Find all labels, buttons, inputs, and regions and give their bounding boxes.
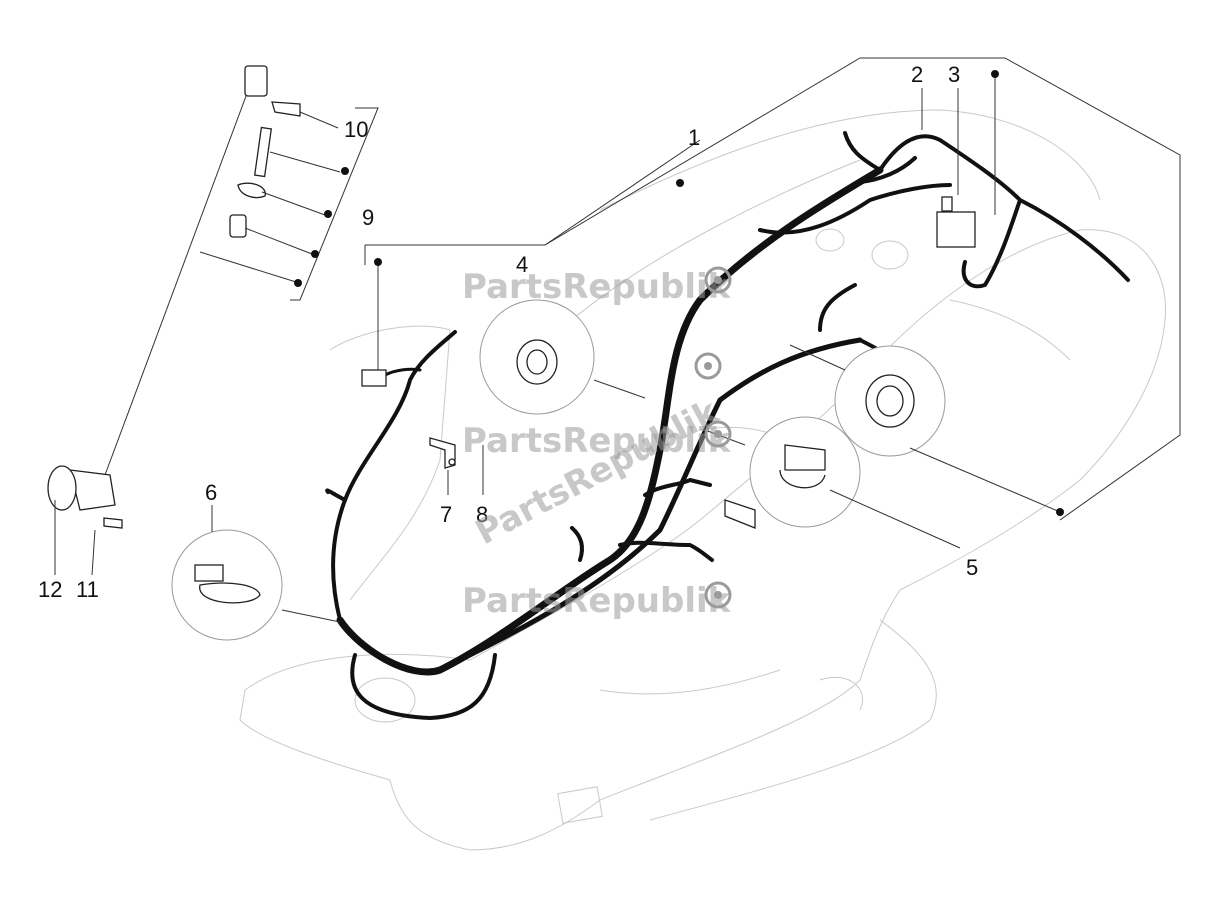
callout-5: 5 (966, 555, 978, 580)
watermark-2: PartsRepublik (462, 420, 732, 461)
cable-tie-10 (271, 101, 301, 117)
connector-plug (244, 65, 268, 97)
zoom-detail-5 (704, 416, 961, 549)
watermark-text: PartsRepublik (462, 421, 732, 461)
sleeve-part (253, 126, 273, 178)
watermark-3: PartsRepublik (462, 581, 732, 621)
sensor-body (69, 469, 116, 511)
watermark-small-1 (694, 352, 722, 380)
rubber-boot (724, 499, 756, 529)
reference-dots (294, 70, 1064, 516)
zoom-detail-4 (479, 299, 646, 415)
callout-9: 9 (362, 205, 374, 230)
main-wiring-harness (325, 131, 1130, 720)
callout-1: 1 (688, 125, 700, 150)
gear-icon (704, 581, 732, 609)
callout-2: 2 (911, 62, 923, 87)
fuse-box-3 (921, 78, 996, 248)
screw-11 (103, 517, 123, 529)
callout-7: 7 (440, 502, 452, 527)
connector-block (361, 262, 387, 387)
grommet-part (229, 214, 247, 238)
callout-3: 3 (948, 62, 960, 87)
watermark-text: PartsRepublik (462, 581, 732, 621)
gear-icon (704, 420, 732, 448)
gear-icon (704, 266, 732, 294)
zoom-detail-grommet-right (789, 344, 1061, 513)
speed-sensor-cable (47, 65, 341, 529)
zoom-detail-6 (171, 529, 341, 641)
watermark-text: PartsRepublik (462, 267, 732, 307)
clip-part (237, 182, 266, 199)
scooter-body-outline (239, 109, 1167, 851)
gear-icon (694, 352, 722, 380)
leader-frames (290, 57, 1181, 521)
callout-leaders-misc (54, 500, 213, 576)
callout-8: 8 (476, 502, 488, 527)
callout-11: 11 (76, 577, 99, 602)
callout-4: 4 (516, 252, 528, 277)
callout-labels: 1 2 3 4 5 6 7 8 9 10 11 12 (38, 62, 978, 602)
bracket-7-8 (429, 437, 484, 495)
callout-10: 10 (344, 117, 368, 142)
callout-6: 6 (205, 480, 217, 505)
o-ring-12 (47, 465, 77, 511)
watermark-1: PartsRepublik (462, 266, 732, 307)
callout-12: 12 (38, 577, 62, 602)
